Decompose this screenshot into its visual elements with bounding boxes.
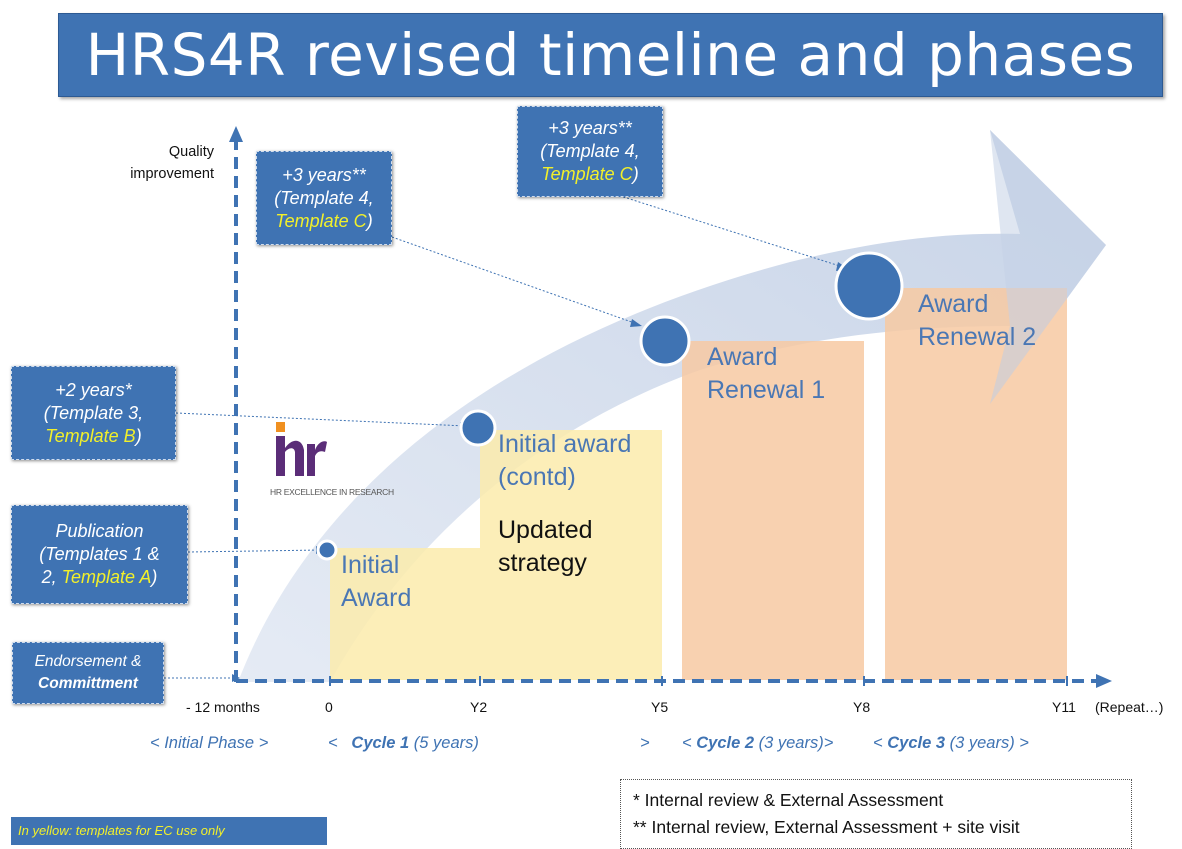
milestone-dot-y8 <box>834 251 904 321</box>
milestone-dot-0 <box>316 539 338 561</box>
award-renewal-2-label: Award Renewal 2 <box>918 290 1037 351</box>
callout-plus3-years-a: +3 years** (Template 4, Template C) <box>256 151 392 245</box>
callout-plus2-line1: +2 years* <box>55 379 132 400</box>
connector-plus3-a <box>391 236 641 326</box>
updated-strategy-label: Updated strategy <box>498 516 593 577</box>
y-axis-label-2: improvement <box>100 163 214 185</box>
callout-publication-line3: 2, Template A) <box>41 567 158 587</box>
phase-cycle1-close: > <box>640 734 650 752</box>
callout-plus3b-line1: +3 years** <box>548 118 632 138</box>
initial-award-label: Initial Award <box>341 551 412 612</box>
callout-publication-line1: Publication <box>55 521 144 541</box>
y-axis-arrowhead <box>229 126 243 142</box>
milestone-dot-y5 <box>639 315 691 367</box>
phase-cycle3: < Cycle 3 (3 years) > <box>873 734 1029 752</box>
block-award-renewal-1 <box>682 341 864 680</box>
y-axis-label-line2: improvement <box>130 166 214 182</box>
callout-plus3b-line2: (Template 4, <box>540 141 640 161</box>
block-initial-award-contd <box>480 430 662 680</box>
hr-logo <box>276 422 327 476</box>
x-tick-y5: Y5 <box>651 699 669 715</box>
callout-plus2-line2: (Template 3, <box>43 402 144 423</box>
x-tick-minus12: - 12 months <box>186 699 260 715</box>
y-axis-label: Quality <box>150 141 214 163</box>
callout-endorsement-line2: Committment <box>38 675 138 692</box>
x-tick-repeat: (Repeat…) <box>1095 699 1164 715</box>
callout-plus3b-line3: Template C) <box>541 164 639 184</box>
callout-endorsement-line1: Endorsement & <box>34 653 142 670</box>
callout-plus3a-line3: Template C) <box>275 210 373 231</box>
block-initial-award <box>330 548 480 680</box>
page-title: HRS4R revised timeline and phases <box>85 21 1136 89</box>
callout-plus3a-line1: +3 years** <box>282 164 366 185</box>
legend-line1: * Internal review & External Assessment <box>633 790 944 810</box>
x-tick-y8: Y8 <box>853 699 871 715</box>
x-tick-0: 0 <box>325 699 333 715</box>
callout-endorsement: Endorsement & Committment <box>12 642 164 704</box>
hr-logo-caption: HR EXCELLENCE IN RESEARCH <box>270 487 394 497</box>
callout-plus3a-line2: (Template 4, <box>274 187 374 208</box>
legend-line2: ** Internal review, External Assessment … <box>633 817 1020 837</box>
x-tick-y2: Y2 <box>470 699 488 715</box>
title-banner: HRS4R revised timeline and phases <box>58 13 1163 97</box>
y-axis-label-line1: Quality <box>168 144 214 160</box>
milestone-dot-y2 <box>459 409 497 447</box>
x-tick-y11: Y11 <box>1052 699 1076 715</box>
connector-plus3-b <box>607 191 847 269</box>
award-renewal-1-label: Award Renewal 1 <box>707 343 826 404</box>
x-axis-arrowhead <box>1096 674 1112 688</box>
connector-publication <box>187 549 323 553</box>
callout-plus2-years: +2 years* (Template 3, Template B) <box>11 366 176 460</box>
callout-plus3-years-b: +3 years** (Template 4, Template C) <box>517 106 663 197</box>
phase-initial: < Initial Phase > <box>150 734 269 752</box>
callout-publication-line2: (Templates 1 & <box>39 544 160 564</box>
arrowhead-overlay <box>990 130 1106 404</box>
callout-plus2-line3: Template B) <box>45 425 142 446</box>
phase-cycle1: < Cycle 1 (5 years) <box>328 734 479 752</box>
block-award-renewal-2 <box>885 288 1067 680</box>
legend-box: * Internal review & External Assessment … <box>620 779 1132 849</box>
callout-publication: Publication (Templates 1 & 2, Template A… <box>11 505 188 604</box>
connector-plus2 <box>175 412 467 427</box>
initial-award-contd-label: Initial award (contd) <box>498 430 632 491</box>
phase-cycle2: < Cycle 2 (3 years)> <box>682 734 834 752</box>
yellow-templates-note: In yellow: templates for EC use only <box>11 817 327 845</box>
